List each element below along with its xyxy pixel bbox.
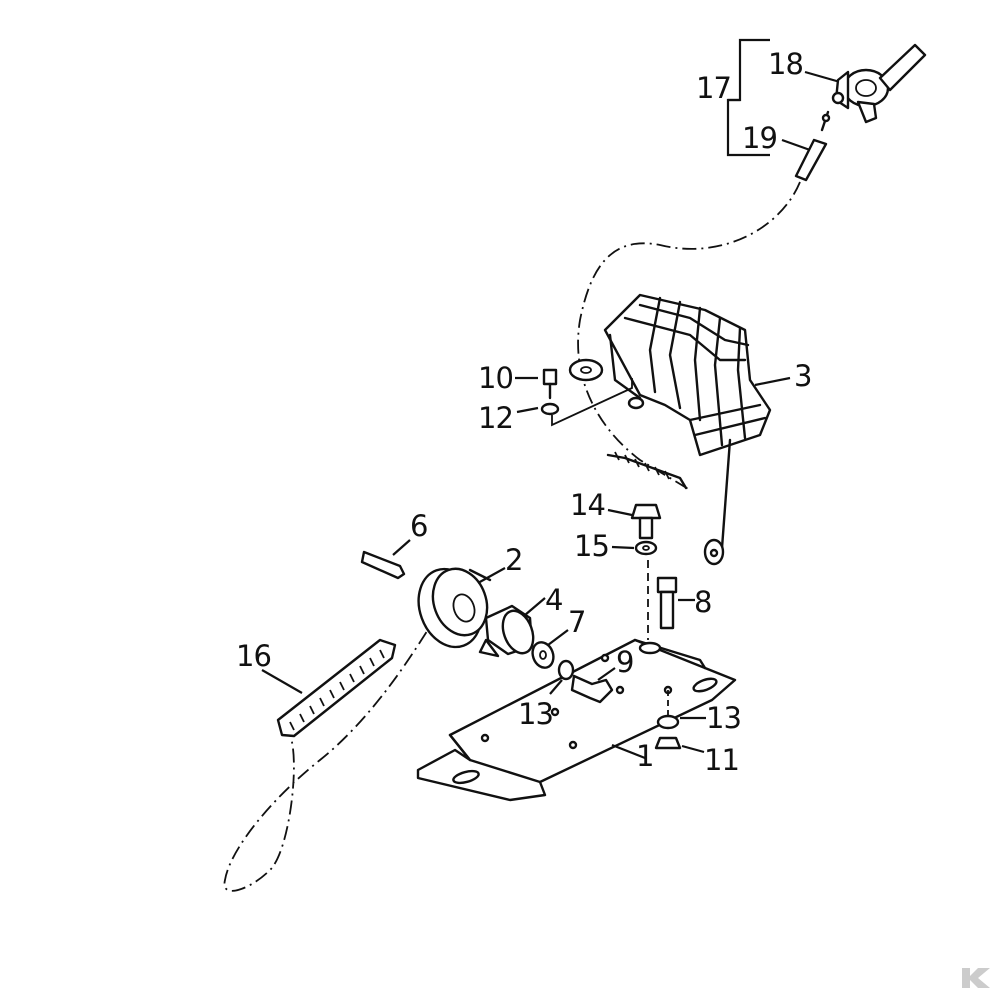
cam-bushing (478, 597, 546, 658)
callout-9: 9 (616, 645, 633, 679)
callout-17: 17 (696, 71, 731, 105)
base-plate (416, 638, 737, 802)
callout-13b: 13 (706, 701, 741, 735)
pin-6 (360, 539, 411, 580)
bolts-14-15-8 (607, 503, 695, 640)
callout-10: 10 (478, 361, 513, 395)
callout-16: 16 (236, 639, 271, 673)
wire-guard-cage (568, 293, 791, 566)
callout-11: 11 (704, 743, 739, 777)
callout-2: 2 (505, 543, 522, 577)
callout-6: 6 (410, 509, 427, 543)
callout-1: 1 (636, 739, 653, 773)
brand-logo (958, 962, 992, 992)
callout-3: 3 (794, 359, 811, 393)
bolt-10-washer-12 (515, 368, 633, 427)
callout-18: 18 (768, 47, 803, 81)
nut-11-washer-13 (654, 690, 706, 754)
throttle-lever-assembly (726, 38, 927, 182)
callout-13a: 13 (518, 697, 553, 731)
washer-7-13-bolt-9 (531, 629, 616, 704)
callout-12: 12 (478, 401, 513, 435)
callout-4: 4 (545, 583, 562, 617)
cable-spring (606, 453, 688, 490)
callout-19: 19 (742, 121, 777, 155)
callout-8: 8 (694, 585, 711, 619)
spring-16 (261, 638, 397, 738)
callout-15: 15 (574, 529, 609, 563)
callout-14: 14 (570, 488, 605, 522)
callout-7: 7 (568, 605, 585, 639)
pulley (417, 567, 506, 649)
control-cable (223, 181, 801, 892)
